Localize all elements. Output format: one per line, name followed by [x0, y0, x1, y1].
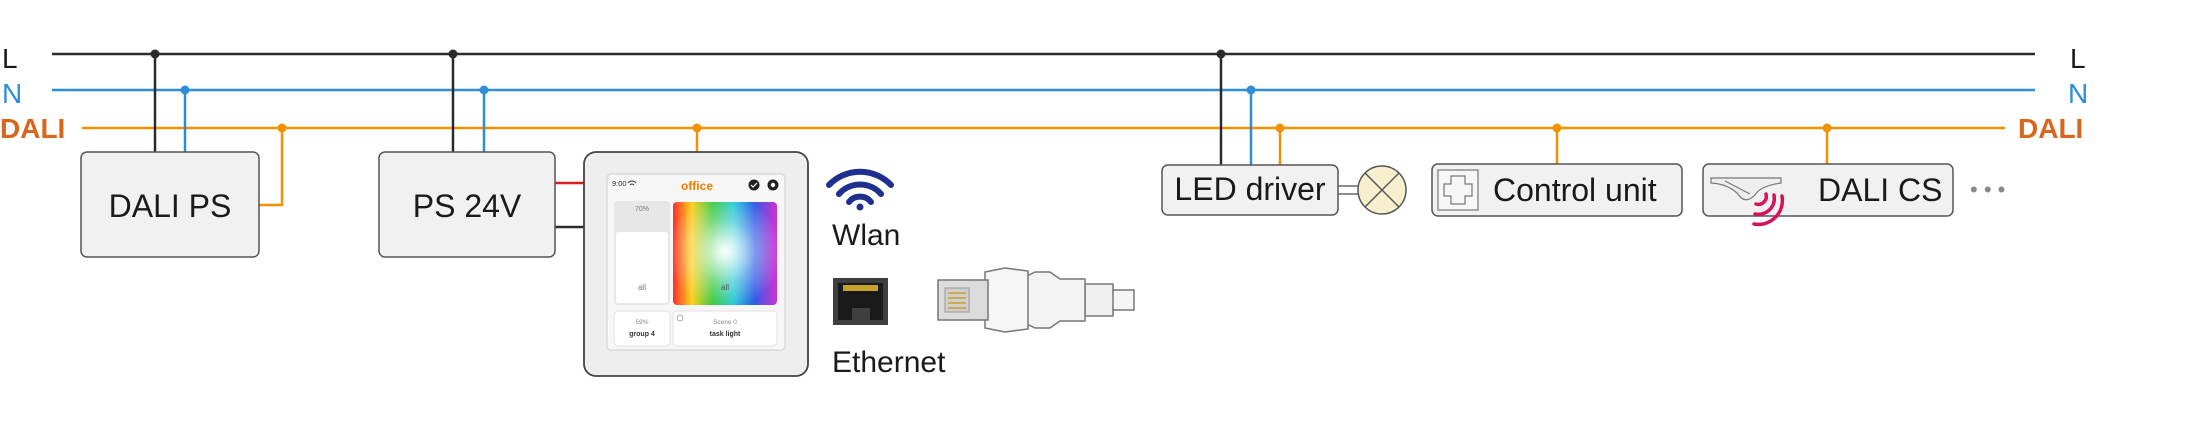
- bus-n-label-left: N: [2, 78, 22, 109]
- junction-dot: [1246, 85, 1256, 95]
- panel-tile-group-label: group 4: [629, 331, 655, 338]
- panel-tile-scene-value: Scene 0: [713, 319, 737, 326]
- sensor-waves-icon: [1752, 192, 1785, 227]
- device-led-driver: LED driver: [1161, 164, 1339, 216]
- wlan-label: Wlan: [832, 219, 900, 252]
- device-box: [378, 151, 556, 258]
- panel-settings-dot: [770, 182, 776, 188]
- junction-dot: [1552, 123, 1562, 133]
- panel-tile-group: [613, 310, 671, 347]
- ethernet-port-icon: [833, 278, 888, 325]
- device-box: [1161, 164, 1339, 216]
- junction-dot: [692, 123, 702, 133]
- panel-title: office: [681, 179, 713, 193]
- device-dali-ps: DALI PS: [80, 151, 260, 258]
- device-label: LED driver: [1174, 171, 1326, 207]
- device-label: PS 24V: [413, 188, 522, 224]
- ethernet-label: Ethernet: [832, 346, 946, 379]
- junction-dot: [150, 49, 160, 59]
- panel-wifi-icon: [627, 180, 637, 186]
- junction-dot: [479, 85, 489, 95]
- bus-l-label-left: L: [2, 43, 18, 74]
- sensor-icon: [1710, 177, 1782, 201]
- control-unit-icon: [1437, 169, 1479, 211]
- junction-dot: [1275, 123, 1285, 133]
- device-label: DALI PS: [109, 188, 232, 224]
- junction-dot: [448, 49, 458, 59]
- junction-dot: [1822, 123, 1832, 133]
- panel-check-icon: [748, 179, 760, 191]
- device-ps24v: PS 24V: [378, 151, 556, 258]
- panel-check-mark: [750, 182, 758, 188]
- panel-scene-bulb-icon: [676, 314, 684, 322]
- lamp-icon: [1357, 165, 1407, 215]
- junction-dot: [1216, 49, 1226, 59]
- panel-tile-group-value: 59%: [635, 319, 648, 326]
- bus-l-label-right: L: [2070, 43, 2086, 74]
- device-control-unit: Control unit: [1431, 163, 1683, 217]
- rj45-plug-icon: [937, 267, 1135, 333]
- panel-tile-scene-label: task light: [710, 331, 741, 338]
- bus-dali-label-right: DALI: [2018, 113, 2083, 144]
- device-dali-cs: DALI CS: [1702, 163, 1954, 227]
- device-box: [1702, 163, 1954, 217]
- panel-time: 9:00: [612, 179, 627, 188]
- bus-dali-label-left: DALI: [0, 113, 65, 144]
- device-box: [80, 151, 260, 258]
- panel-color-label: all: [721, 283, 729, 292]
- device-box: [1431, 163, 1683, 217]
- junction-dot: [180, 85, 190, 95]
- panel-tile-scene: [672, 310, 778, 347]
- junction-dot: [277, 123, 287, 133]
- device-label: DALI CS: [1818, 172, 1942, 208]
- wire-dalips-dali: [259, 128, 284, 207]
- panel-color-white: [673, 202, 777, 305]
- panel-slider-value: 70%: [635, 206, 649, 213]
- touch-panel: 9:00 office 70% all all 59% group 4 Scen…: [583, 151, 809, 377]
- wifi-icon: [826, 168, 894, 211]
- panel-slider-fill: [616, 232, 668, 303]
- bus-n-label-right: N: [2068, 78, 2088, 109]
- panel-slider-label: all: [638, 283, 646, 292]
- device-label: Control unit: [1493, 172, 1657, 208]
- more-devices-ellipsis: • • •: [1970, 177, 2005, 202]
